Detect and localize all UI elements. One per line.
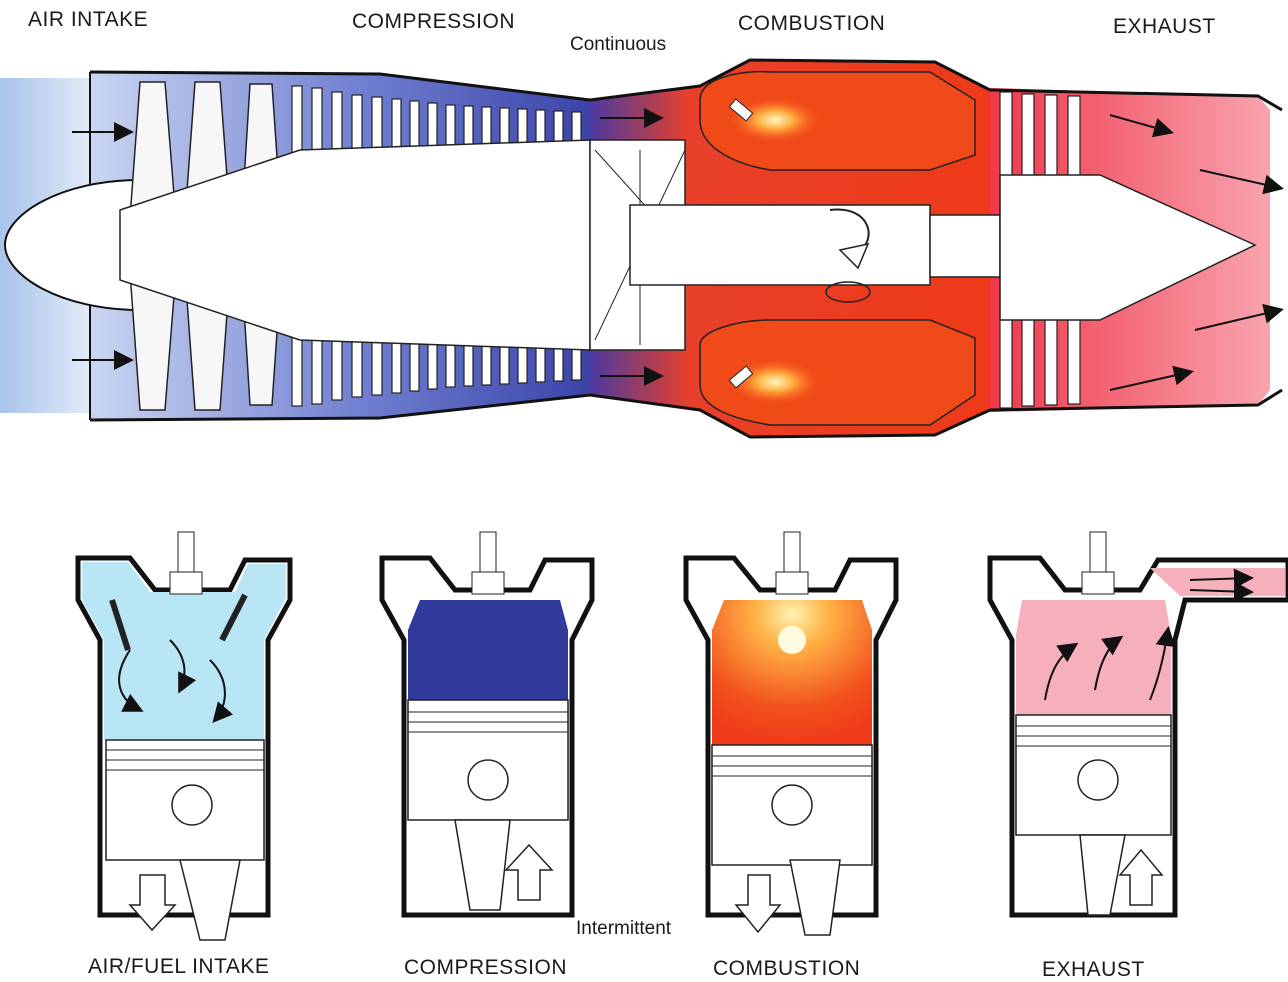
main-shaft (630, 205, 930, 285)
spark-plug (170, 572, 202, 594)
combustion-chamber-bottom (700, 320, 975, 425)
piston-cylinder-combustion (686, 532, 896, 935)
spark-plug (472, 572, 504, 594)
piston-cylinder-exhaust (990, 532, 1288, 915)
cylinder-gas-compression (408, 630, 568, 700)
spark-plug (1082, 572, 1114, 594)
cylinder-gas-combustion (712, 600, 872, 745)
piston-cylinder-compression (382, 532, 592, 915)
piston-cylinder-intake (78, 532, 290, 940)
spark-flash (778, 626, 806, 654)
combustion-chamber-top (700, 72, 975, 170)
cylinder-gas-exhaust (1016, 600, 1171, 715)
spark-plug (776, 572, 808, 594)
turbine-engine (0, 60, 1282, 437)
